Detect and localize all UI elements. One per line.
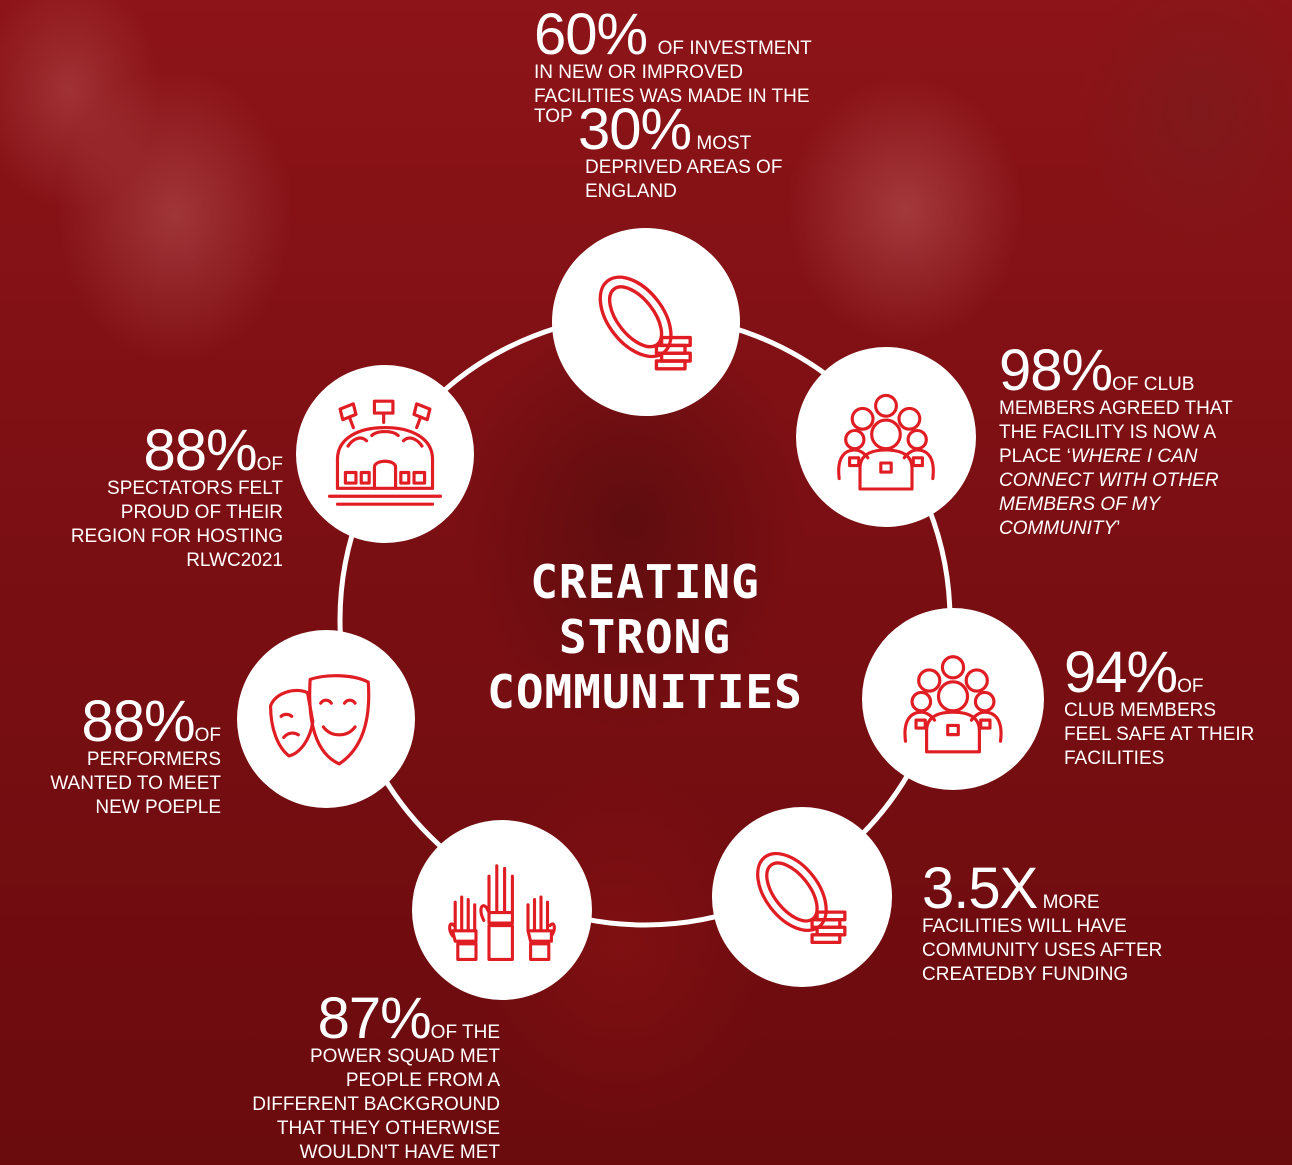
stat-line: ENGLAND — [585, 181, 677, 202]
stat-line: THAT THEY OTHERWISE — [276, 1118, 500, 1139]
stat-line: FEEL SAFE AT THEIR — [1064, 724, 1255, 745]
stat-value: 87% — [317, 986, 432, 1051]
stat-line: DIFFERENT BACKGROUND — [252, 1094, 500, 1115]
theatre-masks-icon — [237, 630, 415, 808]
stat-line: SPECTATORS FELT — [107, 478, 283, 499]
stat-text: MORE — [1042, 892, 1100, 913]
stat-text: PLACE ‘ — [999, 446, 1071, 467]
stat-line: COMMUNITY USES AFTER — [922, 940, 1163, 961]
stat-text: ’ — [1116, 518, 1121, 539]
stat-spectators: 88%OF SPECTATORS FELT PROUD OF THEIR REG… — [70, 422, 283, 573]
stat-text: OF — [256, 454, 283, 475]
stat-line: WOULDN'T HAVE MET — [299, 1142, 500, 1163]
stat-line: PERFORMERS — [86, 749, 221, 770]
stat-text: WHERE I CAN — [1070, 446, 1198, 467]
stat-text: OF INVESTMENT — [657, 38, 812, 59]
stat-value: 88% — [81, 689, 196, 754]
stat-value: 88% — [143, 418, 258, 483]
stat-value: 60% — [534, 2, 648, 67]
stat-line: RLWC2021 — [186, 550, 283, 571]
stat-line: MEMBERS AGREED THAT — [999, 398, 1233, 419]
stat-safe: 94%OF CLUB MEMBERS FEEL SAFE AT THEIR FA… — [1064, 644, 1255, 771]
community-group-icon — [796, 347, 976, 527]
stat-line: FACILITIES WAS MADE IN THE — [534, 86, 810, 107]
stat-line: NEW POEPLE — [95, 797, 221, 818]
stat-line: WANTED TO MEET — [50, 773, 221, 794]
rugby-ball-icon — [712, 807, 892, 987]
stat-line: CLUB MEMBERS — [1064, 700, 1217, 721]
stat-text: OF CLUB — [1112, 374, 1195, 395]
stat-text: MOST — [696, 133, 752, 154]
stat-text: OF — [194, 725, 221, 746]
page-title: CREATING STRONG COMMUNITIES — [440, 555, 850, 720]
stat-line: PROUD OF THEIR — [120, 502, 283, 523]
stat-investment: 60% OF INVESTMENT IN NEW OR IMPROVED FAC… — [534, 6, 812, 204]
stat-text: TOP — [534, 106, 573, 127]
stat-line: POWER SQUAD MET — [309, 1046, 500, 1067]
stat-power-squad: 87%OF THE POWER SQUAD MET PEOPLE FROM A … — [252, 990, 500, 1165]
stat-value: 3.5X — [922, 856, 1038, 921]
stat-line: MEMBERS OF MY — [999, 494, 1161, 515]
stat-line: REGION FOR HOSTING — [70, 526, 283, 547]
stadium-icon — [296, 365, 474, 543]
stat-line: IN NEW OR IMPROVED — [534, 62, 744, 83]
stat-value: 94% — [1064, 640, 1178, 705]
stat-line: FACILITIES WILL HAVE — [922, 916, 1127, 937]
title-line-2: STRONG — [558, 610, 732, 664]
stat-line: THE FACILITY IS NOW A — [999, 422, 1217, 443]
stat-value: 30% — [578, 97, 692, 162]
stat-line: CREATEDBY FUNDING — [922, 964, 1129, 985]
stat-text: OF THE — [430, 1022, 500, 1043]
stat-facilities: 3.5X MORE FACILITIES WILL HAVE COMMUNITY… — [922, 860, 1163, 987]
rugby-ball-icon — [552, 228, 740, 416]
title-line-1: CREATING — [530, 555, 760, 609]
stat-line: DEPRIVED AREAS OF — [585, 157, 783, 178]
stat-connect: 98%OF CLUB MEMBERS AGREED THAT THE FACIL… — [999, 342, 1233, 541]
stat-line: PEOPLE FROM A — [345, 1070, 500, 1091]
stat-line: CONNECT WITH OTHER — [999, 470, 1219, 491]
stat-text: OF — [1177, 676, 1204, 697]
stat-performers: 88%OF PERFORMERS WANTED TO MEET NEW POEP… — [50, 693, 221, 820]
community-group-icon — [862, 608, 1044, 790]
raised-hands-icon — [412, 820, 592, 1000]
stat-line: FACILITIES — [1064, 748, 1165, 769]
title-line-3: COMMUNITIES — [487, 665, 803, 719]
stat-value: 98% — [999, 338, 1113, 403]
stat-text: COMMUNITY — [999, 518, 1117, 539]
